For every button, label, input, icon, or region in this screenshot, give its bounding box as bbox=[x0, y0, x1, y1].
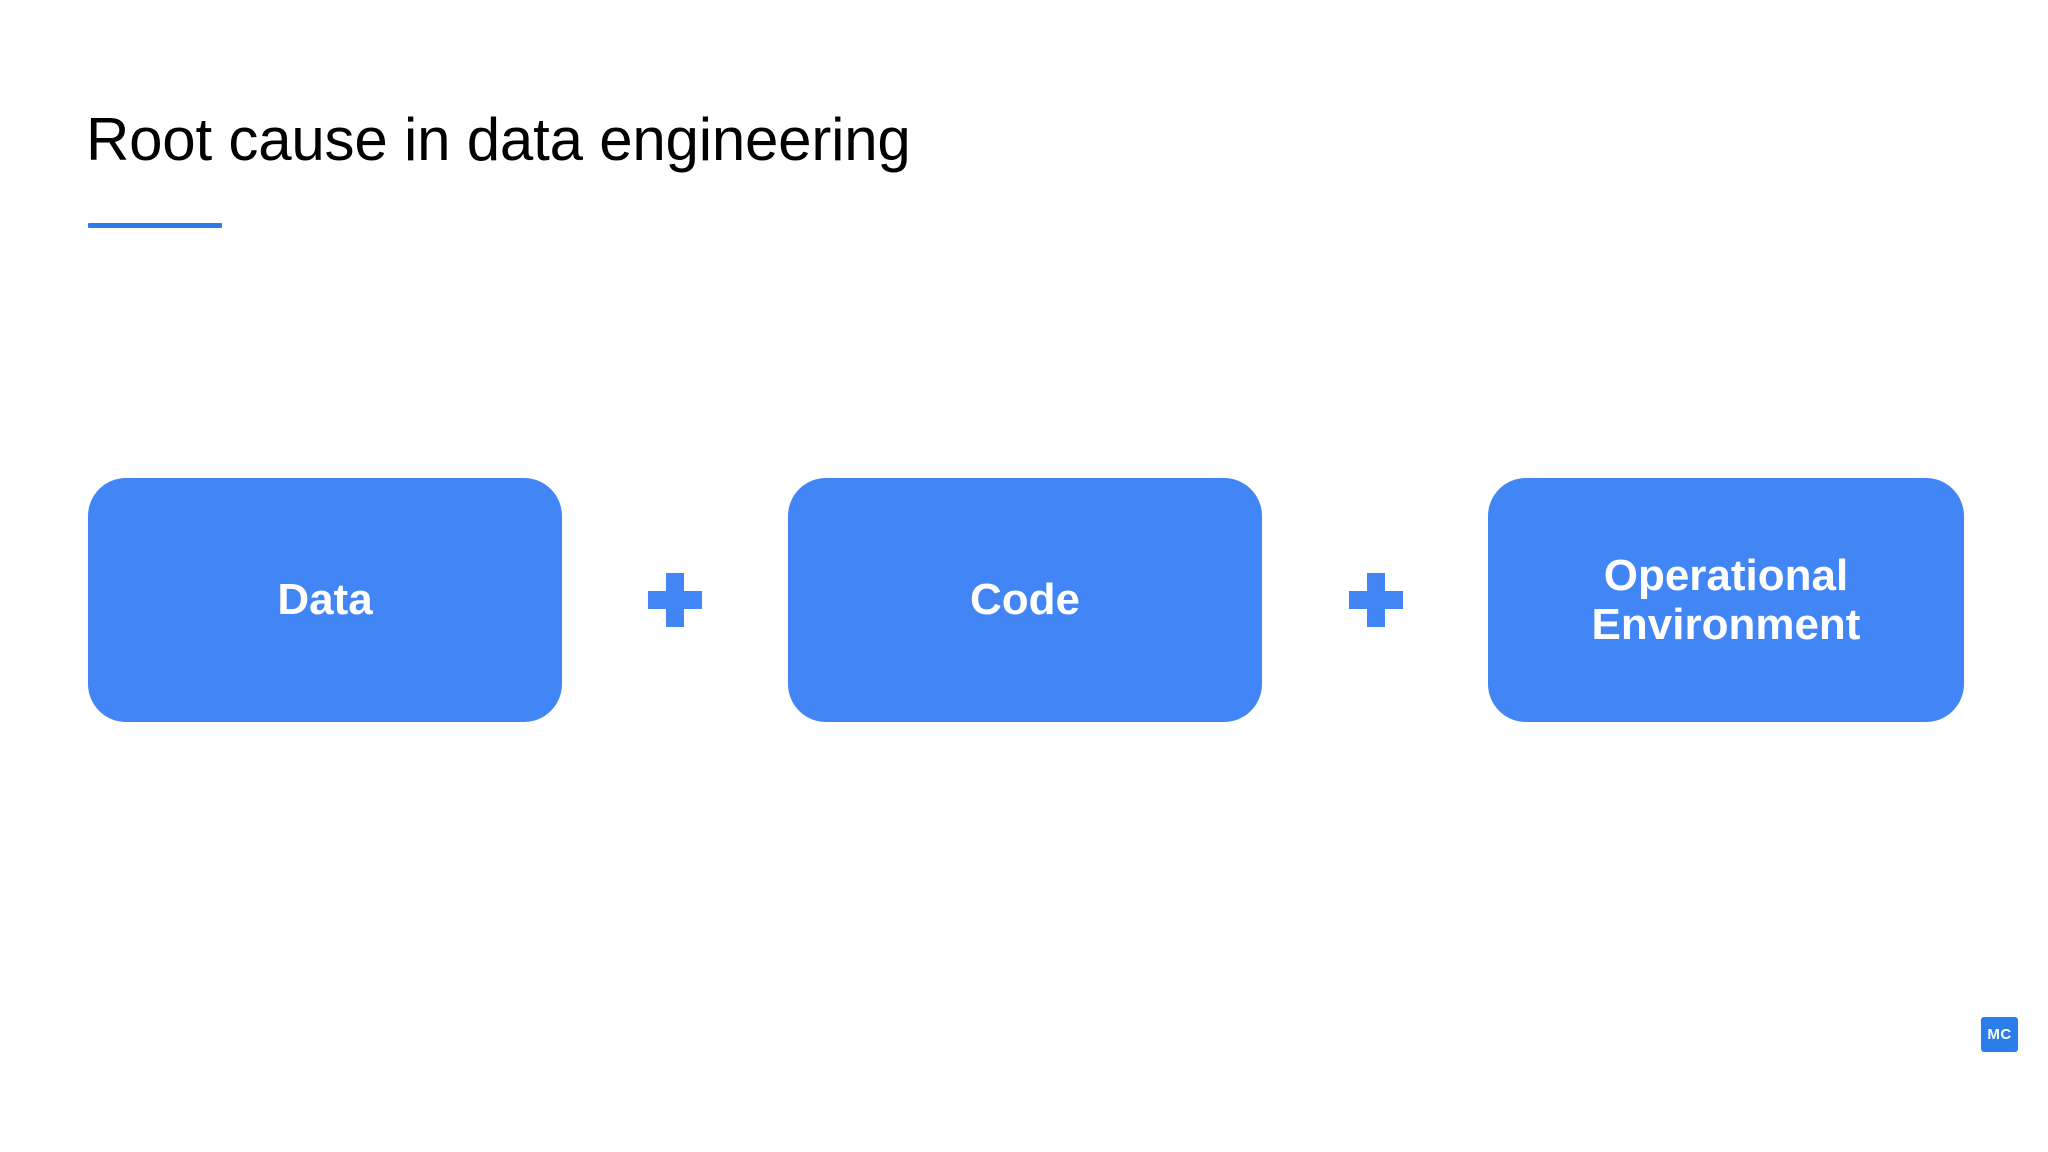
title-accent-rule bbox=[88, 223, 222, 228]
brand-logo-text: MC bbox=[1987, 1026, 2012, 1043]
concept-box-label: Code bbox=[970, 575, 1080, 625]
plus-icon bbox=[648, 573, 702, 627]
plus-icon bbox=[1349, 573, 1403, 627]
brand-logo: MC bbox=[1981, 1017, 2018, 1052]
page-title: Root cause in data engineering bbox=[86, 106, 911, 174]
concept-box-label: Data bbox=[277, 575, 373, 625]
concept-equation-diagram: Data Code Operational Environment bbox=[0, 478, 2048, 722]
concept-box-data[interactable]: Data bbox=[88, 478, 562, 722]
concept-box-operational-environment[interactable]: Operational Environment bbox=[1488, 478, 1964, 722]
concept-box-label: Operational Environment bbox=[1591, 550, 1861, 649]
concept-box-code[interactable]: Code bbox=[788, 478, 1262, 722]
